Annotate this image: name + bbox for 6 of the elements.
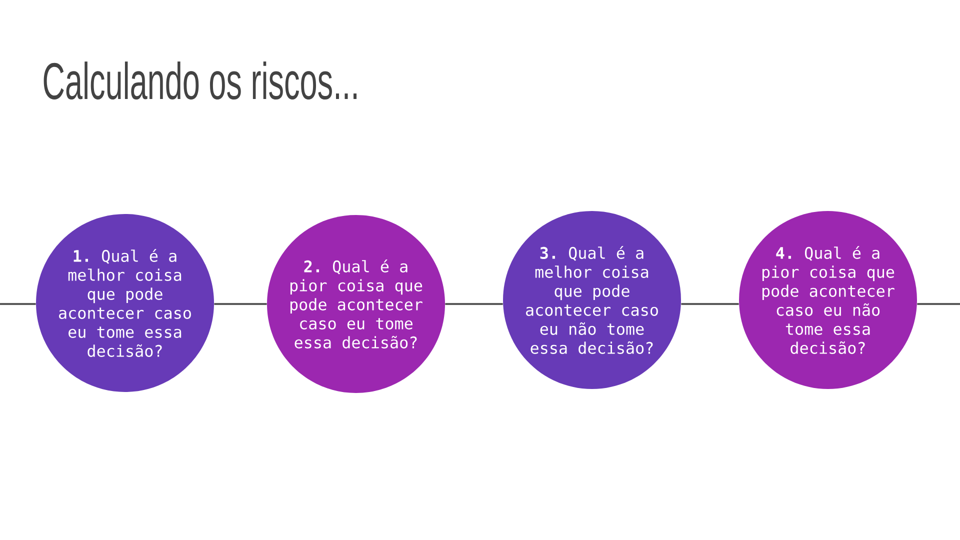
connector-line [681,303,739,305]
connector-line [0,303,36,305]
connector-line [917,303,960,305]
connector-line [214,303,267,305]
connector-line [445,303,503,305]
title: Calculando os riscos... [44,62,357,100]
